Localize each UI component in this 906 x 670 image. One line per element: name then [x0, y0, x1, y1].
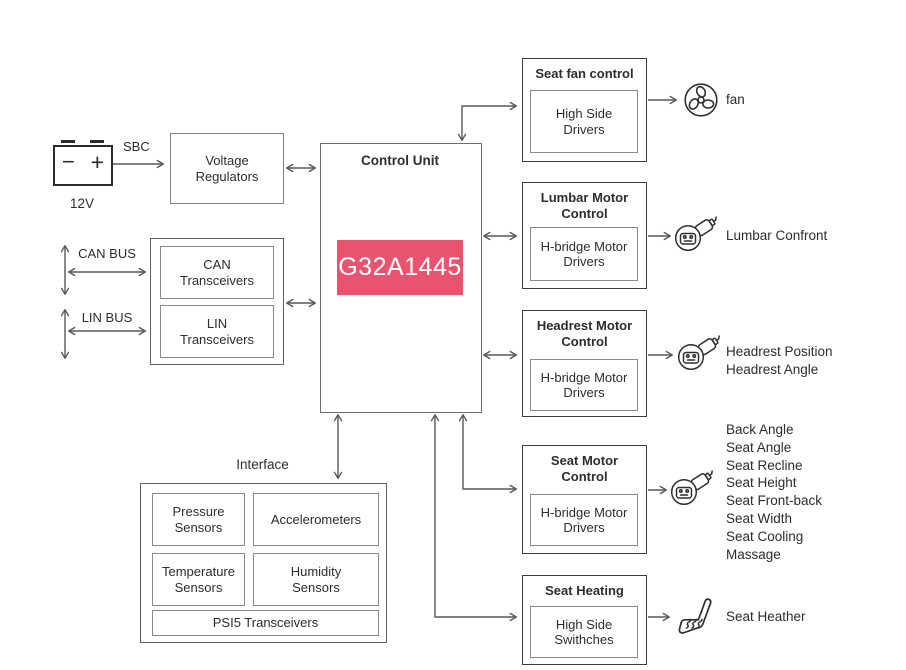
h-bridge-motor-drivers-box: H-bridge Motor Drivers [530, 494, 638, 546]
output-label: Seat Width [726, 510, 793, 526]
temperature-sensors-box: Temperature Sensors [152, 553, 245, 606]
seat-heating-output-label: Seat Heather [726, 609, 806, 624]
control-unit-title: Control Unit [361, 153, 439, 168]
motor-icon [674, 216, 717, 252]
battery-body: − + [53, 145, 113, 186]
lin-bus-label: LIN BUS [81, 310, 133, 325]
battery-voltage-label: 12V [69, 196, 95, 211]
connector-control-unit-seat-heating [430, 413, 518, 622]
can-transceivers-box: CAN Transceivers [160, 246, 274, 299]
output-label: Seat Cooling [726, 528, 804, 544]
headrest-output-labels: Headrest Position Headrest Angle [726, 343, 833, 379]
interface-box [140, 483, 387, 643]
psi5-transceivers-box: PSI5 Transceivers [152, 610, 379, 636]
connector-control-unit-seat-fan [457, 101, 518, 142]
output-label: Seat Front-back [726, 493, 823, 509]
lin-transceivers-box: LIN Transceivers [160, 305, 274, 358]
seat-motor-output-labels: Back Angle Seat Angle Seat Recline Seat … [726, 421, 822, 563]
output-label: Headrest Angle [726, 362, 819, 377]
output-label: Massage [726, 546, 781, 562]
seat-motor-control-module: Seat Motor Control H-bridge Motor Driver… [522, 445, 647, 554]
h-bridge-motor-drivers-box: H-bridge Motor Drivers [530, 227, 638, 281]
g32a1445-chip: G32A1445 [337, 240, 463, 295]
battery-terminal [90, 140, 104, 143]
accelerometers-box: Accelerometers [253, 493, 379, 546]
battery-minus-sign: − [62, 149, 75, 174]
fan-icon [684, 83, 718, 117]
output-label: Seat Height [726, 475, 797, 491]
high-side-drivers-box: High Side Drivers [530, 90, 638, 153]
humidity-sensors-box: Humidity Sensors [253, 553, 379, 606]
motor-icon [677, 335, 720, 371]
headrest-motor-control-title: Headrest Motor Control [536, 318, 633, 349]
lumbar-output-label: Lumbar Confront [726, 228, 828, 243]
motor-icon [670, 470, 713, 506]
output-label: Seat Angle [726, 439, 792, 455]
headrest-motor-control-module: Headrest Motor Control H-bridge Motor Dr… [522, 310, 647, 417]
seat-motor-control-title: Seat Motor Control [550, 453, 619, 484]
battery-terminal [61, 140, 75, 143]
interface-title: Interface [236, 457, 289, 472]
high-side-switches-box: High Side Swithches [530, 606, 638, 658]
seat-fan-control-module: Seat fan control High Side Drivers [522, 58, 647, 162]
seat-heater-icon [678, 598, 712, 634]
output-label: Seat Recline [726, 457, 803, 473]
seat-heating-title: Seat Heating [545, 583, 624, 598]
output-label: Headrest Position [726, 344, 833, 359]
sbc-label: SBC [123, 139, 150, 154]
fan-output-label: fan [726, 92, 745, 107]
seat-fan-control-title: Seat fan control [535, 66, 634, 81]
connector-control-unit-seat-motor [458, 413, 518, 494]
transceivers-group-box [150, 238, 284, 365]
voltage-regulators-box: Voltage Regulators [170, 133, 284, 204]
lumbar-motor-control-module: Lumbar Motor Control H-bridge Motor Driv… [522, 182, 647, 289]
h-bridge-motor-drivers-box: H-bridge Motor Drivers [530, 359, 638, 411]
battery-plus-sign: + [90, 149, 104, 175]
output-label: Back Angle [726, 422, 794, 437]
can-bus-label: CAN BUS [78, 246, 136, 261]
lumbar-motor-control-title: Lumbar Motor Control [540, 190, 629, 221]
pressure-sensors-box: Pressure Sensors [152, 493, 245, 546]
seat-heating-module: Seat Heating High Side Swithches [522, 575, 647, 665]
